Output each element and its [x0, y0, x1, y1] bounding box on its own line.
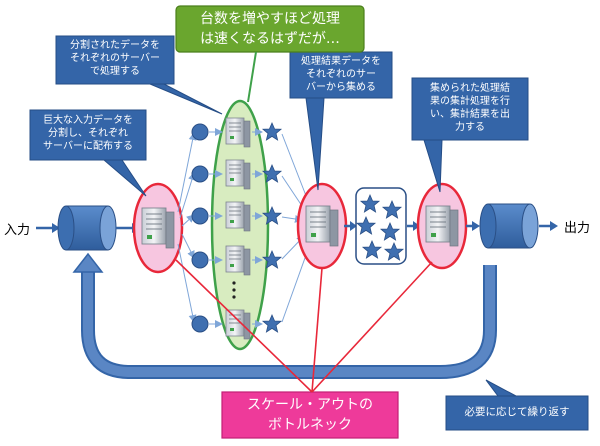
input-data-cylinder — [57, 205, 117, 251]
callout-aggregate-shape — [411, 77, 529, 193]
bottleneck-banner: スケール・アウトの ボトルネック — [222, 395, 398, 435]
worker-server-icon — [225, 159, 251, 190]
distributor-server-icon — [141, 207, 175, 249]
callout-line: い、集計結果を出 — [430, 109, 510, 120]
output-label: 出力 — [564, 221, 591, 236]
worker-server-icon — [225, 245, 251, 276]
input-arrow — [36, 223, 60, 233]
arrow-head-to-results — [350, 221, 357, 231]
callout-split-data: 分割されたデータを それぞれのサーバー で処理する — [56, 39, 174, 78]
callout-line: 巨大な入力データを — [43, 115, 133, 126]
banner-line: は速くなるはずだが… — [200, 31, 340, 47]
banner-line: ボトルネック — [268, 417, 352, 433]
ellipsis-dots — [232, 281, 236, 299]
banner-line: スケール・アウトの — [247, 397, 373, 413]
callout-aggregate: 集められた処理結 果の集計処理を行 い、集計結果を出 力する — [412, 82, 528, 134]
callout-line: 果の集計処理を行 — [430, 96, 510, 107]
callout-split-data-shape — [55, 35, 223, 115]
callout-collect: 処理結果データを それぞれのサー バーから集める — [290, 55, 392, 94]
scale-out-banner-connector — [247, 51, 257, 103]
callout-line: サーバーに配布する — [43, 141, 133, 152]
callout-line: 集められた処理結 — [430, 83, 510, 94]
data-chunks — [191, 123, 209, 333]
scale-out-banner-shape — [175, 5, 365, 53]
callout-repeat: 必要に応じて繰り返す — [464, 406, 570, 418]
callout-line: 分割し、それぞれ — [48, 128, 128, 139]
data-chunk — [191, 251, 209, 269]
data-chunk — [191, 123, 209, 141]
callout-line: バーから集める — [306, 82, 376, 93]
output-data-cylinder — [479, 203, 539, 249]
data-chunk — [191, 207, 209, 225]
server-to-result-lines — [252, 128, 263, 328]
collector-server-icon — [305, 205, 339, 247]
bottleneck-connectors — [175, 259, 433, 393]
callout-repeat-shape — [445, 379, 589, 431]
callout-distribute: 巨大な入力データを 分割し、それぞれ サーバーに配布する — [30, 114, 146, 153]
worker-server-icon — [225, 201, 251, 232]
bottleneck-banner-shape — [221, 391, 399, 439]
callout-line: 処理結果データを — [301, 56, 381, 67]
banner-line: 台数を増やすほど処理 — [200, 11, 340, 27]
callout-distribute-shape — [29, 109, 147, 197]
repeat-loop-arrow — [72, 252, 497, 379]
worker-server-icon — [225, 309, 251, 340]
callout-line: 力する — [455, 122, 485, 133]
result-star-icon — [262, 122, 282, 141]
callout-line: で処理する — [90, 66, 140, 77]
callout-line: 分割されたデータを — [70, 40, 160, 51]
scale-out-banner: 台数を増やすほど処理 は速くなるはずだが… — [176, 9, 364, 49]
worker-server-icon — [225, 117, 251, 148]
result-star-icon — [262, 314, 282, 333]
arrow-head-to-aggregator — [413, 221, 420, 231]
input-label: 入力 — [4, 223, 31, 238]
distribution-lines — [177, 132, 197, 323]
aggregator-server-icon — [425, 205, 459, 247]
output-arrow-head — [550, 221, 558, 231]
callout-line: それぞれのサーバー — [70, 53, 160, 64]
data-chunk — [191, 165, 209, 183]
chunk-to-server-lines — [209, 128, 223, 328]
callout-line: それぞれのサー — [306, 69, 376, 80]
arrow-head-to-output — [472, 221, 480, 231]
data-chunk — [191, 315, 209, 333]
